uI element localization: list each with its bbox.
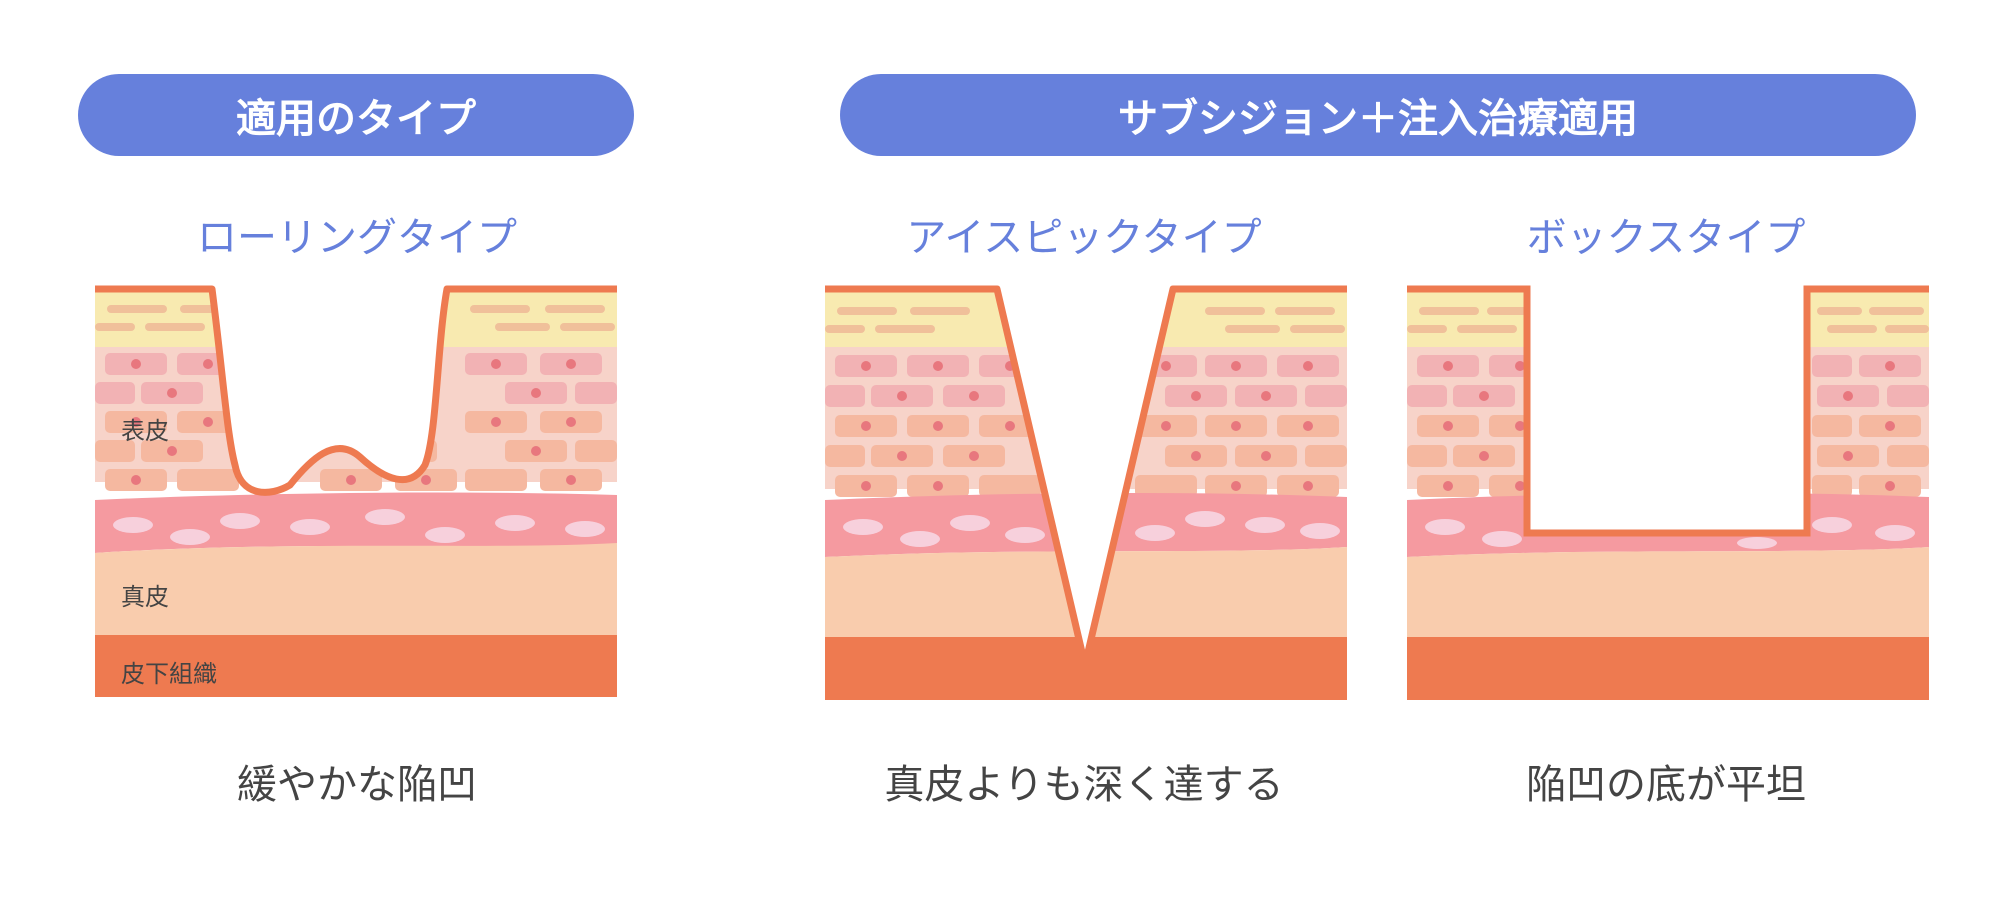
applicable-types-label: 適用のタイプ: [236, 96, 476, 142]
epidermis-label: 表皮: [121, 417, 169, 445]
applicable-types-pill: 適用のタイプ: [78, 74, 634, 156]
boxcar-type-title: ボックスタイプ: [1526, 215, 1806, 261]
boxcar-scar-diagram: [1407, 285, 1929, 700]
rolling-scar-diagram: [95, 285, 617, 697]
icepick-type-title: アイスピックタイプ: [906, 215, 1262, 261]
rolling-type-title: ローリングタイプ: [197, 215, 517, 261]
dermis-label: 真皮: [121, 583, 169, 611]
boxcar-caption: 陥凹の底が平坦: [1526, 762, 1806, 808]
subcision-injection-pill: サブシジョン＋注入治療適用: [840, 74, 1916, 156]
rolling-caption: 緩やかな陥凹: [237, 762, 477, 808]
subcutis-label: 皮下組織: [121, 660, 217, 688]
icepick-scar-diagram: [825, 285, 1347, 700]
icepick-caption: 真皮よりも深く達する: [884, 762, 1284, 808]
subcision-injection-label: サブシジョン＋注入治療適用: [1118, 96, 1638, 142]
